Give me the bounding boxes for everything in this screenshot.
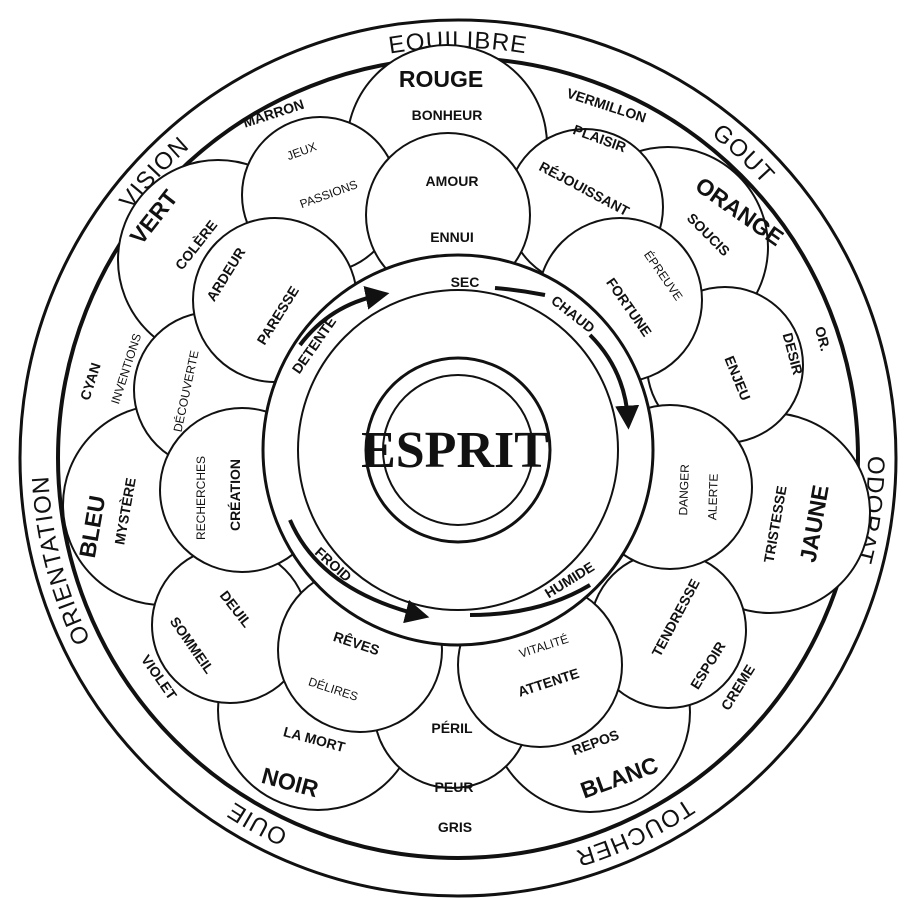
word-label: CRÉATION — [227, 459, 243, 531]
arrow-chaud — [588, 333, 640, 430]
arrow-sec — [494, 286, 546, 297]
center-disk — [261, 253, 655, 647]
word-label: RECHERCHES — [194, 456, 208, 540]
word-label: PÉRIL — [431, 720, 473, 736]
word-label: GRIS — [438, 819, 472, 835]
outer-ring-circle — [18, 18, 898, 898]
word-label: AMOUR — [426, 173, 479, 189]
word-label: VERMILLON — [565, 85, 648, 126]
word-label: ALERTE — [705, 473, 721, 520]
center-label: ESPRIT — [361, 422, 549, 479]
arrow-froid — [288, 519, 430, 624]
center-ring-1 — [297, 289, 619, 611]
word-label: ENNUI — [430, 229, 474, 245]
arrow-detente — [298, 286, 390, 347]
center-ring-2 — [364, 356, 552, 544]
word-label: OR. — [812, 325, 834, 353]
color-label-rouge: ROUGE — [399, 66, 483, 92]
center-ring-3 — [382, 374, 534, 526]
cycle-label-sec: SEC — [451, 274, 480, 290]
word-label: BONHEUR — [412, 107, 483, 123]
word-label: DANGER — [676, 464, 692, 516]
word-label: PEUR — [435, 779, 474, 795]
word-label: CYAN — [77, 361, 104, 402]
arrow-humide — [469, 583, 592, 617]
